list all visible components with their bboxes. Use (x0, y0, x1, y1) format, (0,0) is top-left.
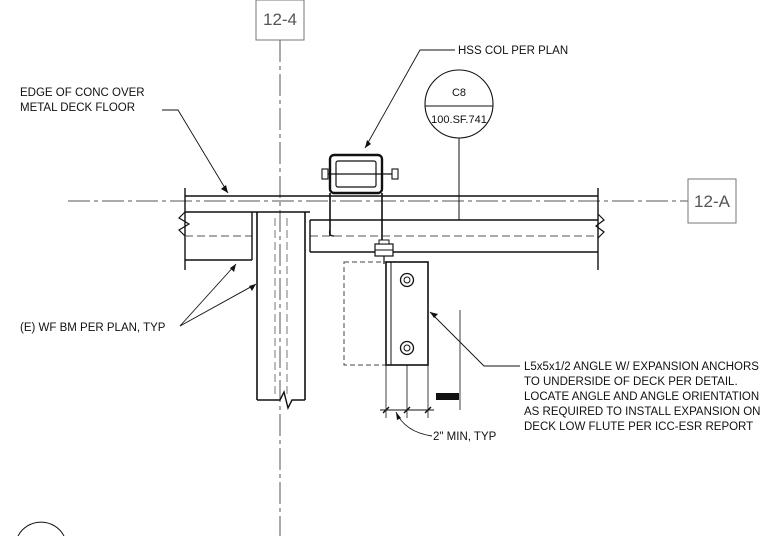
dimension-string (380, 406, 434, 414)
detail-sheet: 100.SF.741 (431, 114, 487, 126)
anchor-bolt-bottom (399, 340, 415, 356)
grid-tag-12-4-label: 12-4 (263, 10, 297, 29)
grid-tag-12-A-label: 12-A (694, 192, 731, 211)
arrow-hss-col (365, 140, 371, 148)
leader-slab-edge (162, 109, 229, 194)
grid-tag-12-4: 12-4 (255, 0, 305, 41)
detail-callout-bubble: C8 100.SF.741 (424, 69, 494, 220)
anchor-bolt-top (399, 272, 415, 288)
angle-l5x5 (343, 261, 429, 366)
arrow-wf-beam-1 (230, 264, 236, 272)
arrow-min-dim (396, 412, 401, 420)
grid-tag-12-A: 12-A (687, 178, 737, 224)
note-slab-edge-line2: METAL DECK FLOOR (20, 102, 135, 114)
break-symbol-right (595, 213, 605, 239)
wf-beam-vertical (252, 211, 310, 411)
break-symbol-bottom (257, 389, 305, 411)
note-angle-line4: AS REQUIRED TO INSTALL EXPANSION ON (524, 406, 760, 418)
leader-min-dim (395, 411, 433, 437)
note-min-dim: 2" MIN, TYP (433, 431, 497, 443)
wf-beam-right (309, 213, 605, 253)
detail-number: C8 (452, 87, 466, 99)
arrow-slab-edge (221, 185, 228, 193)
wf-beam-left (178, 211, 253, 261)
leader-hss-col (364, 49, 455, 149)
leader-wf-beam-1 (179, 263, 237, 327)
note-angle-line5: DECK LOW FLUTE PER ICC-ESR REPORT (524, 421, 753, 433)
arrow-wf-beam-2 (249, 284, 256, 291)
note-wf-beam: (E) WF BM PER PLAN, TYP (20, 322, 166, 334)
note-angle-line1: L5x5x1/2 ANGLE W/ EXPANSION ANCHORS (524, 361, 759, 373)
leader-wf-beam-2 (179, 283, 257, 327)
leader-angle (429, 311, 520, 367)
note-hss-col: HSS COL PER PLAN (458, 45, 568, 57)
break-symbol-left (178, 211, 191, 237)
partial-callout-circle (17, 521, 65, 536)
hss-column (321, 153, 399, 246)
bolt-connection (374, 239, 394, 264)
note-slab-edge-line1: EDGE OF CONC OVER (20, 87, 145, 99)
arrow-angle (430, 312, 438, 318)
note-angle-line2: TO UNDERSIDE OF DECK PER DETAIL. (524, 376, 738, 388)
tolerance-block (436, 393, 459, 400)
note-angle-line3: LOCATE ANGLE AND ANGLE ORIENTATION (524, 391, 759, 403)
